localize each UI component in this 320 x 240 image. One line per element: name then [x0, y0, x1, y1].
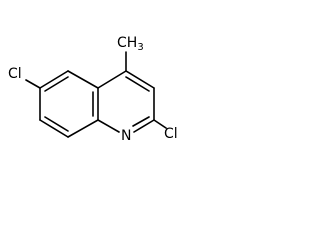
- bond-c5-c6: [67, 70, 99, 89]
- nitrogen-label: N: [121, 128, 131, 144]
- methyl-subscript: 3: [137, 42, 143, 53]
- bond-c4a-c4: [97, 70, 127, 89]
- chlorine-right-label: Cl: [164, 126, 178, 142]
- bond-inner-c8-c9: [44, 116, 69, 132]
- bond-c2-n1: [133, 119, 155, 133]
- molecule-canvas: CH3 Cl Cl N: [8, 35, 178, 144]
- bond-n1-c8a: [97, 119, 120, 133]
- structure-drawing: CH3 Cl Cl N: [8, 35, 178, 144]
- bond-c9-c10: [67, 119, 99, 138]
- bond-inner-c2-n1: [132, 116, 150, 127]
- bond-c8-c9: [39, 119, 69, 138]
- bond-inner-c4-c3: [125, 76, 150, 92]
- bond-c6-cl: [25, 79, 41, 89]
- chlorine-left-label: Cl: [8, 66, 22, 82]
- methyl-label: CH3: [117, 35, 144, 53]
- bond-c6-c7: [39, 70, 69, 89]
- bond-c4-c3: [125, 70, 155, 89]
- methyl-main-text: CH: [117, 35, 137, 51]
- bond-inner-c6-c7: [44, 76, 69, 92]
- bond-c2-cl: [153, 119, 167, 129]
